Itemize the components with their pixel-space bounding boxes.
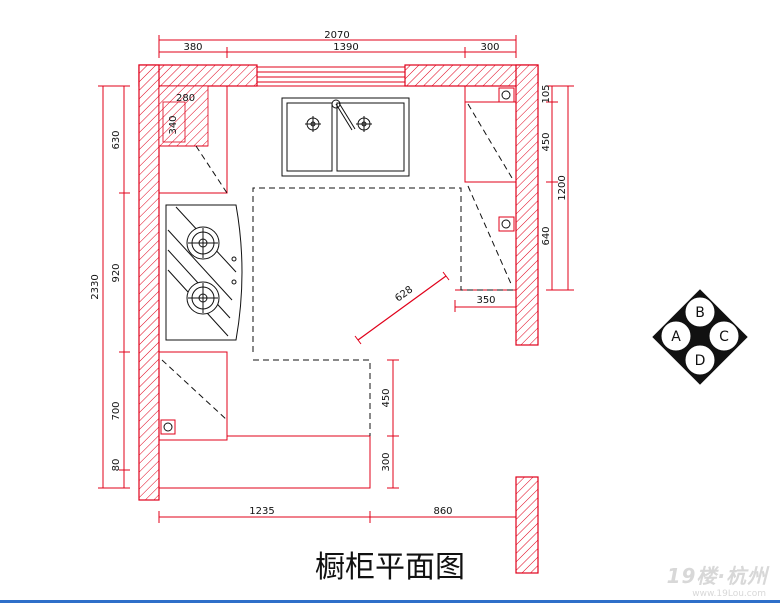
stove: [165, 204, 243, 341]
left-seg-3: 700: [111, 401, 122, 420]
island-dim-450: 450: [381, 388, 392, 407]
compass-label-c: C: [719, 329, 729, 345]
counter-edge: [252, 187, 516, 352]
left-cabinet-outline: [159, 86, 228, 194]
diagonal-dimension: 628: [354, 271, 450, 345]
wall-stub-right: [515, 476, 539, 574]
right-seg-105: 105: [541, 84, 552, 103]
bottom-seg-860: 860: [433, 506, 452, 517]
island-dim-300: 300: [381, 452, 392, 471]
left-seg-1: 630: [111, 130, 122, 149]
right-dimensions: [546, 85, 574, 291]
window: [257, 66, 405, 87]
top-seg-3: 300: [480, 42, 499, 53]
right-cabinet-depth: 350: [476, 295, 495, 306]
left-seg-4: 80: [111, 459, 122, 472]
outlets: [160, 87, 515, 435]
bottom-bar: [0, 600, 780, 603]
compass-label-b: B: [695, 305, 705, 321]
compass-label-d: D: [695, 353, 706, 369]
bottom-seg-1235: 1235: [249, 506, 274, 517]
wall-left: [138, 64, 160, 501]
left-dimensions: [98, 85, 130, 489]
top-dimensions: [158, 35, 517, 58]
corner-dim-340: 340: [168, 115, 179, 134]
right-seg-1200: 1200: [557, 175, 568, 200]
corner-box: 280 340: [162, 93, 195, 143]
watermark-url: www.19Lou.com: [692, 589, 766, 599]
wall-right: [515, 64, 539, 346]
corner-dim-280: 280: [176, 93, 195, 104]
right-cabinet-outline: [464, 86, 516, 183]
watermark-logo: 19楼·杭州: [666, 564, 768, 588]
diagram-title: 橱柜平面图: [315, 550, 465, 585]
right-seg-450: 450: [541, 132, 552, 151]
right-seg-640: 640: [541, 226, 552, 245]
cabinets: [159, 86, 516, 489]
top-seg-2: 1390: [333, 42, 358, 53]
sink: [281, 97, 410, 177]
bottom-cabinet-outline: [159, 436, 371, 489]
compass: [652, 289, 748, 385]
compass-label-a: A: [671, 329, 681, 345]
top-seg-1: 380: [183, 42, 202, 53]
walls: [138, 64, 539, 574]
top-total-dim: 2070: [324, 30, 349, 41]
left-total-dim: 2330: [90, 274, 101, 299]
dashed-lines: [161, 103, 516, 436]
left-lower-cabinet-outline: [159, 351, 228, 441]
left-seg-2: 920: [111, 263, 122, 282]
